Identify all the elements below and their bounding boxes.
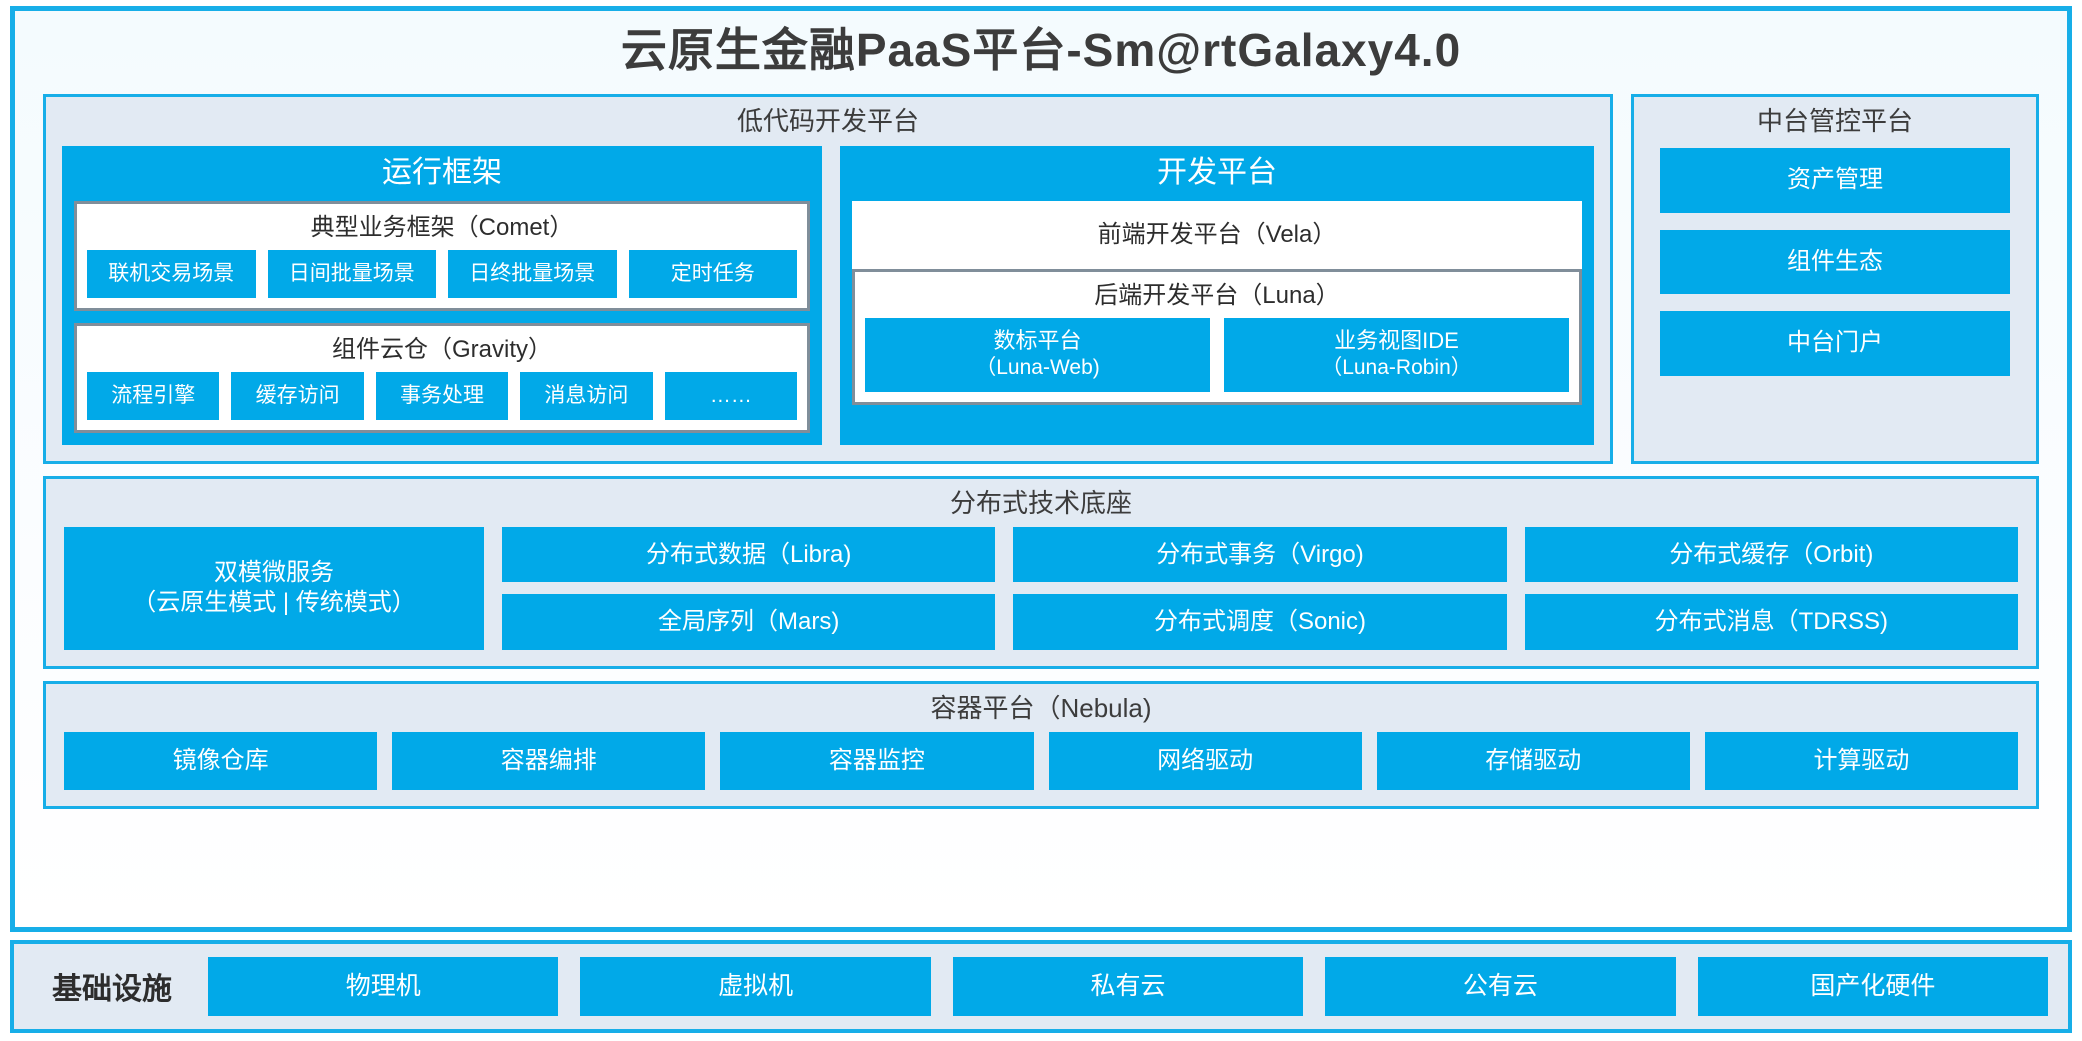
console-item-asset-management[interactable]: 资产管理 [1660,148,2010,213]
luna-item-luna-robin[interactable]: 业务视图IDE （Luna-Robin） [1224,317,1569,393]
gravity-item-cache-access[interactable]: 缓存访问 [231,371,364,420]
gravity-item-process-engine[interactable]: 流程引擎 [87,371,220,420]
gravity-item-transaction-processing[interactable]: 事务处理 [375,371,509,420]
dual-mode-microservice[interactable]: 双模微服务 （云原生模式 | 传统模式） [64,526,484,651]
foundation-column-2: 分布式事务（Virgo) 分布式调度（Sonic) [1013,526,1507,651]
container-item-network-driver[interactable]: 网络驱动 [1048,731,1362,790]
foundation-column-3: 分布式缓存（Orbit) 分布式消息（TDRSS) [1524,526,2018,651]
console-platform-title: 中台管控平台 [1756,105,1913,136]
infrastructure-label: 基础设施 [52,973,172,1007]
lowcode-platform-title: 低代码开发平台 [736,105,919,136]
container-platform-panel: 容器平台（Nebula) 镜像仓库 容器编排 容器监控 网络驱动 存储驱动 计算… [43,681,2039,809]
frontend-platform-vela[interactable]: 前端开发平台（Vela） [852,201,1582,270]
dual-mode-modes: （云原生模式 | 传统模式） [132,589,416,617]
gravity-item-more[interactable]: …… [664,371,798,420]
runtime-framework-card: 运行框架 典型业务框架（Comet） 联机交易场景 日间批量场景 日终批量场景 … [62,146,822,445]
luna-item-luna-web[interactable]: 数标平台 （Luna-Web) [865,317,1210,393]
lowcode-platform-panel: 低代码开发平台 运行框架 典型业务框架（Comet） 联机交易场景 日间批量场景… [43,93,1613,464]
comet-item-eod-batch[interactable]: 日终批量场景 [448,250,617,299]
foundation-item-virgo[interactable]: 分布式事务（Virgo) [1013,526,1507,583]
gravity-title: 组件云仓（Gravity） [331,336,552,364]
console-item-portal[interactable]: 中台门户 [1660,311,2010,376]
infrastructure-item-private-cloud[interactable]: 私有云 [952,956,1304,1016]
luna-web-code: （Luna-Web) [975,355,1100,379]
container-item-storage-driver[interactable]: 存储驱动 [1376,731,1690,790]
foundation-item-mars[interactable]: 全局序列（Mars) [502,594,996,651]
comet-item-intraday-batch[interactable]: 日间批量场景 [267,250,436,299]
infrastructure-item-domestic-hardware[interactable]: 国产化硬件 [1697,956,2049,1016]
luna-web-name: 数标平台 [993,327,1082,353]
gravity-chip-row: 流程引擎 缓存访问 事务处理 消息访问 …… [87,371,798,420]
comet-item-online-transaction[interactable]: 联机交易场景 [87,250,256,299]
infrastructure-item-physical-machine[interactable]: 物理机 [208,956,559,1016]
dual-mode-name: 双模微服务 [214,558,334,586]
luna-robin-name: 业务视图IDE [1334,327,1459,353]
top-row: 低代码开发平台 运行框架 典型业务框架（Comet） 联机交易场景 日间批量场景… [43,93,2039,464]
infrastructure-item-public-cloud[interactable]: 公有云 [1325,956,1676,1016]
backend-platform-luna-title: 后端开发平台（Luna） [1094,282,1340,310]
container-platform-body: 镜像仓库 容器编排 容器监控 网络驱动 存储驱动 计算驱动 [46,730,2036,806]
gravity-item-message-access[interactable]: 消息访问 [520,371,653,420]
infrastructure-panel: 基础设施 物理机 虚拟机 私有云 公有云 国产化硬件 [10,939,2072,1033]
container-item-orchestration[interactable]: 容器编排 [392,731,706,790]
infrastructure-item-virtual-machine[interactable]: 虚拟机 [580,956,931,1016]
luna-robin-code: （Luna-Robin） [1321,355,1472,379]
distributed-foundation-body: 双模微服务 （云原生模式 | 传统模式） 分布式数据（Libra) 全局序列（M… [46,525,2036,666]
console-platform-panel: 中台管控平台 资产管理 组件生态 中台门户 [1631,93,2039,464]
foundation-item-orbit[interactable]: 分布式缓存（Orbit) [1524,526,2018,583]
development-platform-card: 开发平台 前端开发平台（Vela） 后端开发平台（Luna） 数标平台 （Lun… [840,146,1594,445]
backend-platform-luna-group: 后端开发平台（Luna） 数标平台 （Luna-Web) 业务视图IDE （Lu… [852,269,1582,406]
console-item-component-ecosystem[interactable]: 组件生态 [1660,229,2010,295]
comet-chip-row: 联机交易场景 日间批量场景 日终批量场景 定时任务 [87,250,797,299]
distributed-foundation-panel: 分布式技术底座 双模微服务 （云原生模式 | 传统模式） 分布式数据（Libra… [43,475,2039,670]
container-platform-title: 容器平台（Nebula) [930,693,1152,724]
page-title: 云原生金融PaaS平台-Sm@rtGalaxy4.0 [620,24,1462,76]
gravity-group: 组件云仓（Gravity） 流程引擎 缓存访问 事务处理 消息访问 …… [74,323,810,433]
runtime-framework-title: 运行框架 [382,156,502,190]
foundation-item-sonic[interactable]: 分布式调度（Sonic) [1013,594,1507,651]
luna-chip-row: 数标平台 （Luna-Web) 业务视图IDE （Luna-Robin） [865,317,1569,393]
development-platform-title: 开发平台 [1157,156,1277,190]
platform-main-frame: 云原生金融PaaS平台-Sm@rtGalaxy4.0 低代码开发平台 运行框架 … [10,6,2072,932]
distributed-foundation-title: 分布式技术底座 [949,487,1132,518]
container-item-monitoring[interactable]: 容器监控 [720,731,1034,790]
console-platform-body: 资产管理 组件生态 中台门户 [1634,142,2036,460]
foundation-column-1: 分布式数据（Libra) 全局序列（Mars) [502,526,996,651]
comet-title: 典型业务框架（Comet） [310,214,574,242]
foundation-item-libra[interactable]: 分布式数据（Libra) [502,526,996,583]
container-item-compute-driver[interactable]: 计算驱动 [1704,731,2019,790]
comet-item-scheduled-task[interactable]: 定时任务 [628,250,797,299]
comet-group: 典型业务框架（Comet） 联机交易场景 日间批量场景 日终批量场景 定时任务 [74,201,810,312]
foundation-item-tdrss[interactable]: 分布式消息（TDRSS) [1524,594,2018,651]
container-item-image-registry[interactable]: 镜像仓库 [64,731,378,790]
lowcode-platform-body: 运行框架 典型业务框架（Comet） 联机交易场景 日间批量场景 日终批量场景 … [46,142,1610,460]
